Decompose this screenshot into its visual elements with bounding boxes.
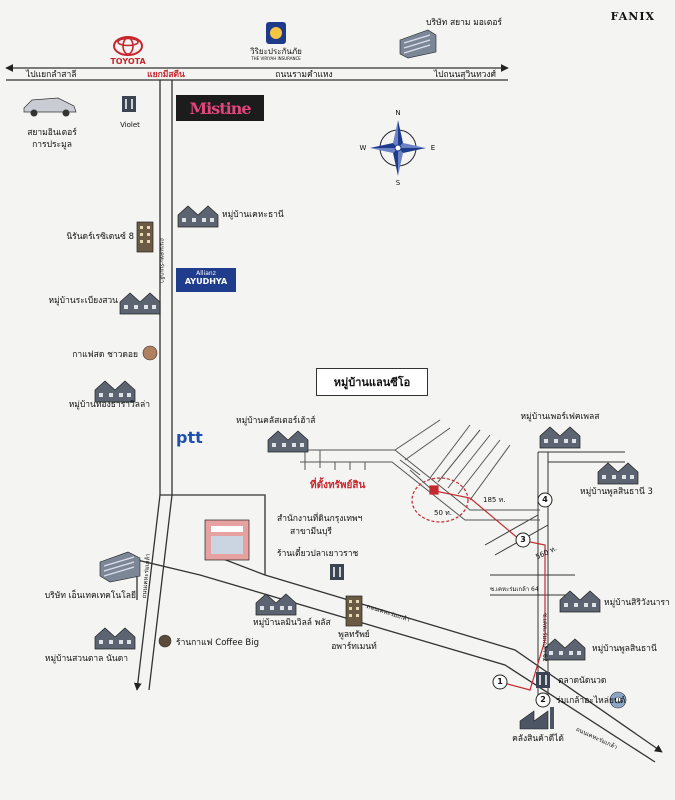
soi-1-label: ซ.เคหะร่มเกล้า 64 (490, 586, 539, 593)
route-point-3 (515, 532, 531, 548)
route-point-2 (535, 692, 551, 708)
car-parts-label: ร่มเกล้าอะไหล่ยนต์ (556, 696, 626, 706)
phruksa-label: หมู่บ้านพูลสินธานี (592, 644, 657, 654)
car-icon (23, 97, 77, 117)
route-point-1-label: 1 (497, 677, 503, 686)
toyota-logo (113, 36, 143, 56)
apartment-building-icon (345, 595, 363, 627)
house-icon (94, 627, 136, 650)
vertical-road-label: ถนนเคหะร่มเกล้า (158, 238, 165, 283)
warehouse-label: คลังสินค้าดีได้ (512, 734, 564, 744)
classic-house-label: หมู่บ้านคลัสเตอร์เฮ้าส์ (236, 416, 316, 426)
restaurant-icon (330, 564, 344, 580)
allianz-ayudhya-logo: Allianz AYUDHYA (176, 268, 236, 292)
land-office-label-2: สาขามีนบุรี (290, 527, 332, 537)
house-icon (544, 638, 586, 661)
village-title: หมู่บ้านแลนซีโอ (316, 368, 428, 396)
compass-s: S (395, 179, 401, 187)
house-icon (559, 590, 601, 613)
pura-label-2: อพาร์ทเมนท์ (331, 642, 377, 652)
house-icon (267, 430, 309, 453)
property-site-label: ที่ตั้งทรัพย์สิน (310, 480, 366, 491)
land-office-building-icon (204, 519, 250, 561)
coffee-icon (142, 345, 158, 361)
factory-building-icon (99, 551, 141, 583)
siam-inter-label-1: สยามอินเตอร์ (27, 128, 77, 138)
house-icon (597, 462, 639, 485)
distance-185: 185 ท. (483, 496, 506, 504)
route-point-4-label: 4 (542, 495, 548, 504)
ramkhamhaeng-road (5, 64, 509, 81)
lamina-label: หมู่บ้านลมินวิลล์ พลัส (253, 618, 331, 628)
restaurant-icon (536, 672, 550, 688)
route-point-3-label: 3 (520, 535, 526, 544)
office-building-icon (399, 29, 437, 59)
coffee-icon (158, 634, 172, 648)
corner-label: FANIX (610, 10, 655, 23)
allianz-top-label: Allianz (196, 270, 216, 277)
junction-label: แยกมีสตีน (147, 70, 185, 80)
compass-w: W (359, 144, 367, 152)
land-office-label-1: สำนักงานที่ดินกรุงเทพฯ (277, 514, 363, 524)
siam-motor-label: บริษัท สยาม มอเตอร์ (426, 18, 502, 28)
residence-label: นิรันดร์เรซิเดนซ์ 8 (66, 232, 134, 242)
warehouse-icon (519, 707, 554, 730)
house-icon (539, 426, 581, 449)
distance-50: 50 ท. (434, 509, 452, 517)
toyota-label: TOYOTA (110, 57, 146, 66)
house-icon (119, 292, 161, 315)
siam-inter-label-2: การประมูล (32, 140, 72, 150)
compass-rose (370, 120, 426, 176)
house-icon (94, 380, 136, 403)
keha-thani-label: หมู่บ้านเคหะธานี (222, 210, 284, 220)
route-point-2-label: 2 (540, 695, 546, 704)
restaurant-icon (122, 96, 136, 112)
gear-icon (609, 691, 627, 709)
cafe-big-label: ร้านกาแฟ Coffee Big (176, 638, 260, 648)
route (411, 477, 546, 691)
viriyah-sub-label: THE VIRIYAH INSURANCE (251, 56, 301, 61)
fish-shop-label: ร้านเตี๋ยวปลาเยาวราช (277, 549, 359, 559)
condo-building-icon (136, 221, 154, 253)
compass-n: N (395, 109, 401, 117)
pura-label-1: พูลทรัพย์ (338, 630, 370, 640)
route-point-4 (537, 492, 553, 508)
phruksa-3-label: หมู่บ้านพูลสินธานี 3 (580, 487, 653, 497)
house-icon (177, 205, 219, 228)
allianz-bottom-label: AYUDHYA (184, 277, 228, 286)
estate-streets (300, 419, 540, 521)
viriyah-logo (266, 22, 286, 44)
route-point-1 (492, 674, 508, 690)
ptt-logo: ptt (176, 428, 203, 447)
viriyah-label: วิริยะประกันภัย (250, 47, 302, 56)
market-label: ตลาดนัดนวด (558, 676, 607, 686)
ramkhamhaeng-label: ถนนรามคำแหง (275, 70, 333, 80)
rabiang-suan-label: หมู่บ้านระเบียงสวน (48, 296, 118, 306)
soi-2-label: ซ.เคหะร่มเกล้า 62 (541, 613, 548, 662)
perfect-place-label: หมู่บ้านเพอร์เฟคเพลส (520, 412, 600, 422)
road-arrow-left-label: ไปแยกลำสาลี (26, 70, 77, 80)
sirin-label: หมู่บ้านสิริวังนารา (604, 598, 670, 608)
suan-tan-label: หมู่บ้านสวนตาล นันดา (44, 654, 128, 664)
cafe-chaodoi-label: กาแฟสด ชาวดอย (72, 350, 138, 360)
compass-e: E (430, 144, 436, 152)
entech-label: บริษัท เอ็นเทคเทคโนโลยี (44, 591, 136, 601)
violet-label: Violet (120, 121, 140, 129)
thong-thara-label: หมู่บ้านทองธาราวิลล่า (68, 400, 150, 410)
road-arrow-right-label: ไปถนนสุวินทวงศ์ (433, 70, 496, 80)
mistine-logo: Mistine (176, 95, 264, 121)
